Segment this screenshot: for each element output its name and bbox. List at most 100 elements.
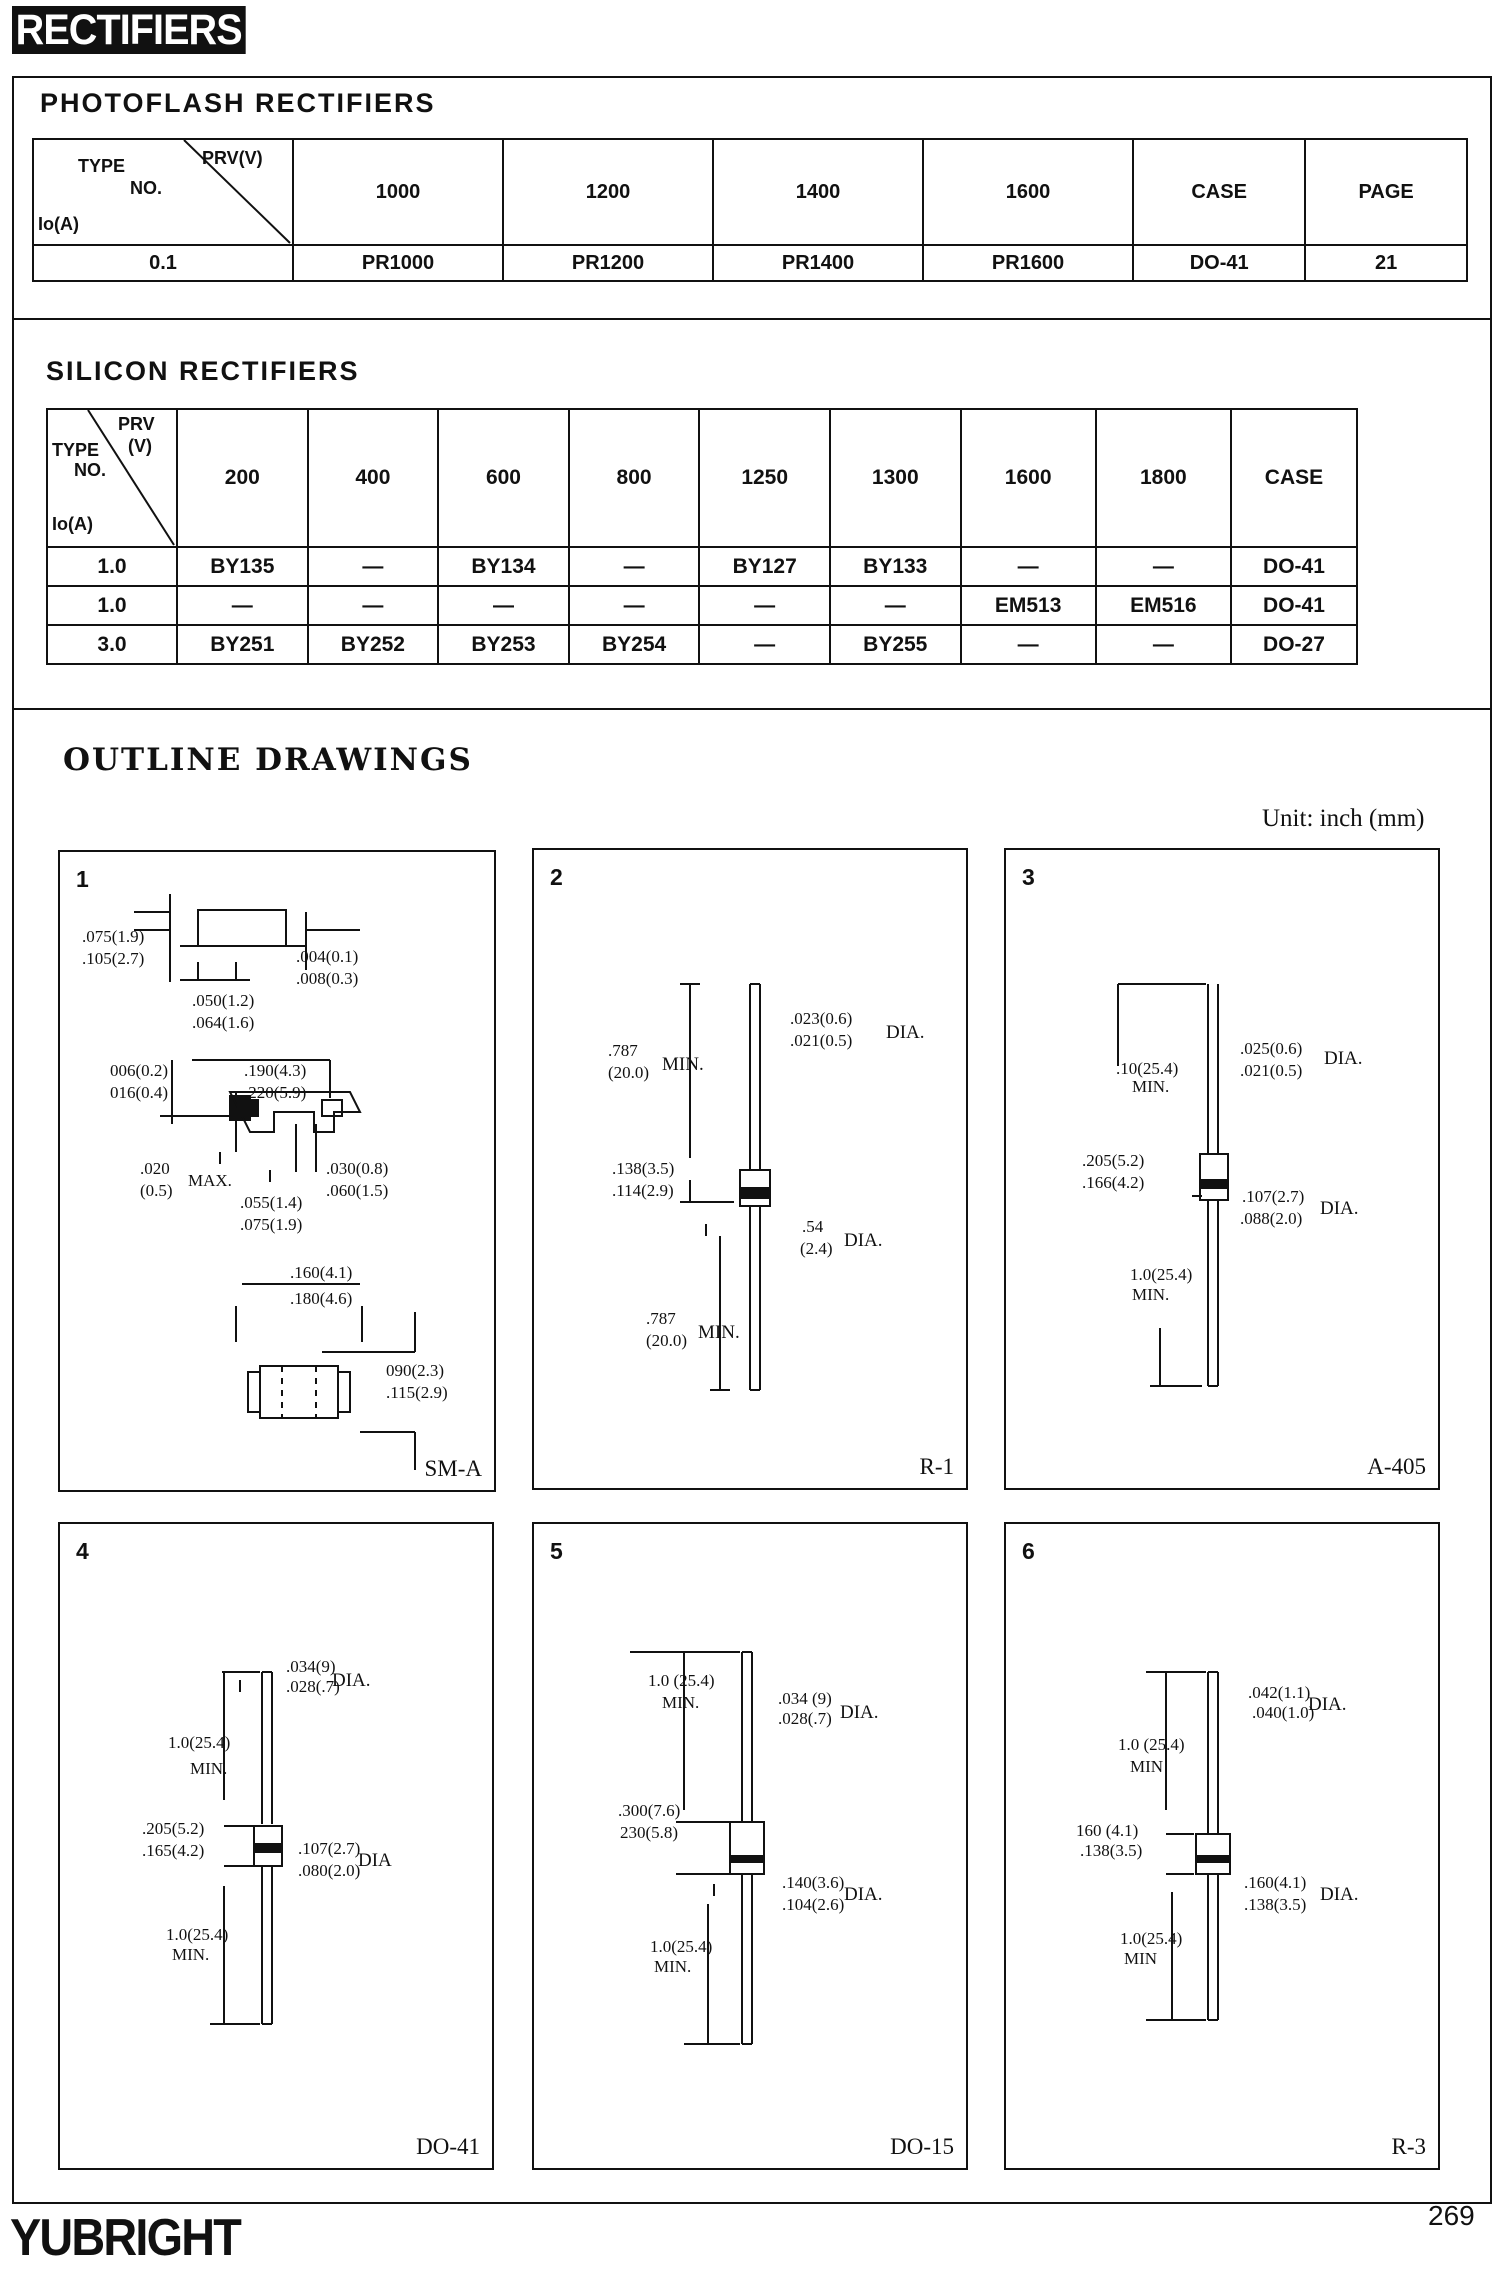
dimension-label: 160 (4.1) bbox=[1076, 1821, 1138, 1840]
corner-cell: PRV (V) TYPE NO. Io(A) bbox=[46, 408, 178, 548]
column-header: 1200 bbox=[502, 138, 715, 246]
dimension-label: (20.0) bbox=[608, 1063, 649, 1082]
dimension-label: .160(4.1) bbox=[290, 1263, 352, 1282]
table-cell: PR1600 bbox=[922, 244, 1135, 282]
table-cell: — bbox=[1094, 624, 1232, 665]
dimension-label: .54 bbox=[802, 1217, 824, 1236]
outline-drawing-3: 3 A-405 .025(0.6).021(0.5)DIA..10(25.4)M… bbox=[1004, 848, 1440, 1490]
table-cell: PR1000 bbox=[291, 244, 505, 282]
dimension-label: .028(.7) bbox=[286, 1677, 340, 1696]
case-label: A-405 bbox=[1367, 1454, 1426, 1479]
dimension-label: 230(5.8) bbox=[620, 1823, 678, 1842]
dimension-label: .104(2.6) bbox=[782, 1895, 844, 1914]
dimension-label: DIA. bbox=[1320, 1884, 1359, 1905]
table-cell: — bbox=[306, 546, 440, 587]
r-1-drawing: .023(0.6).021(0.5)DIA..787(20.0)MIN..138… bbox=[608, 983, 925, 1391]
dimension-label: .008(0.3) bbox=[296, 969, 358, 988]
column-header: CASE bbox=[1132, 138, 1307, 246]
dimension-label: MAX. bbox=[188, 1171, 232, 1190]
a-405-drawing: .025(0.6).021(0.5)DIA..10(25.4)MIN..205(… bbox=[1082, 983, 1363, 1387]
table-cell: BY133 bbox=[828, 546, 962, 587]
case-label: DO-41 bbox=[416, 2134, 480, 2159]
outline-drawing-1: 1 SM-A .075(1.9).105(2.7).004(0.1).008(0… bbox=[58, 850, 496, 1492]
column-header: 800 bbox=[567, 408, 701, 548]
table-cell: — bbox=[1094, 546, 1232, 587]
dimension-label: .060(1.5) bbox=[326, 1181, 388, 1200]
table-cell: BY252 bbox=[306, 624, 440, 665]
table-cell: BY127 bbox=[698, 546, 831, 587]
dimension-label: .064(1.6) bbox=[192, 1013, 254, 1032]
table-row: 1.0 BY135 — BY134 — BY127 BY133 — — DO-4… bbox=[46, 546, 1359, 587]
dimension-label: .021(0.5) bbox=[790, 1031, 852, 1050]
table-cell: 21 bbox=[1304, 244, 1468, 282]
column-header: 1600 bbox=[922, 138, 1135, 246]
table-cell: 1.0 bbox=[46, 585, 178, 626]
dimension-label: (20.0) bbox=[646, 1331, 687, 1350]
dimension-label: .107(2.7) bbox=[298, 1839, 360, 1858]
outline-drawing-4: 4 DO-41 .034(9).028(.7)DIA.1.0(25.4)MIN.… bbox=[58, 1522, 494, 2170]
column-header: 200 bbox=[176, 408, 309, 548]
dimension-label: .040(1.0) bbox=[1252, 1703, 1314, 1722]
dimension-label: .080(2.0) bbox=[298, 1861, 360, 1880]
outline-drawing-2: 2 R-1 .023(0.6).021(0.5)DIA..787(20.0)MI… bbox=[532, 848, 968, 1490]
dimension-label: .10(25.4) bbox=[1116, 1059, 1178, 1078]
dimension-label: .115(2.9) bbox=[386, 1383, 448, 1402]
dimension-label: MIN. bbox=[1132, 1077, 1169, 1096]
case-label: DO-15 bbox=[890, 2134, 954, 2159]
table-cell: — bbox=[567, 585, 701, 626]
unit-label: Unit: inch (mm) bbox=[1262, 805, 1425, 832]
dimension-label: 1.0(25.4) bbox=[168, 1733, 230, 1752]
drawing-number: 5 bbox=[550, 1538, 563, 1564]
table-cell: — bbox=[437, 585, 570, 626]
dimension-label: .138(3.5) bbox=[1080, 1841, 1142, 1860]
dimension-label: MIN. bbox=[190, 1759, 227, 1778]
column-header: 600 bbox=[437, 408, 570, 548]
dimension-label: .028(.7) bbox=[778, 1709, 832, 1728]
drawing-number: 2 bbox=[550, 864, 563, 890]
dimension-label: .023(0.6) bbox=[790, 1009, 852, 1028]
dimension-label: .025(0.6) bbox=[1240, 1039, 1302, 1058]
dimension-label: .140(3.6) bbox=[782, 1873, 844, 1892]
dimension-label: .042(1.1) bbox=[1248, 1683, 1310, 1702]
column-header: 1600 bbox=[959, 408, 1097, 548]
table-row: 1.0 — — — — — — EM513 EM516 DO-41 bbox=[46, 585, 1359, 626]
table-cell: 1.0 bbox=[46, 546, 178, 587]
dimension-label: DIA. bbox=[332, 1670, 371, 1691]
table-cell: — bbox=[828, 585, 962, 626]
column-header: CASE bbox=[1229, 408, 1359, 548]
dimension-label: .180(4.6) bbox=[290, 1289, 352, 1308]
dimension-label: 016(0.4) bbox=[110, 1083, 168, 1102]
dimension-label: DIA. bbox=[844, 1884, 883, 1905]
silicon-table: PRV (V) TYPE NO. Io(A) 200 400 600 800 1… bbox=[46, 408, 1359, 665]
table-cell: — bbox=[698, 585, 831, 626]
dimension-label: DIA. bbox=[1308, 1694, 1347, 1715]
content-frame bbox=[12, 76, 1492, 2204]
dimension-label: .138(3.5) bbox=[1244, 1895, 1306, 1914]
corner-cell: TYPE NO. Io(A) PRV(V) bbox=[32, 138, 294, 246]
outline-drawing-6: 6 R-3 .042(1.1).040(1.0)DIA.1.0 (25.4)MI… bbox=[1004, 1522, 1440, 2170]
dimension-label: .088(2.0) bbox=[1240, 1209, 1302, 1228]
dimension-label: .075(1.9) bbox=[82, 927, 144, 946]
dimension-label: .166(4.2) bbox=[1082, 1173, 1144, 1192]
page-header-title: RECTIFIERS bbox=[12, 6, 246, 54]
table-cell: DO-41 bbox=[1132, 244, 1307, 282]
dimension-label: .787 bbox=[646, 1309, 676, 1328]
dimension-label: (2.4) bbox=[800, 1239, 833, 1258]
column-header: 1400 bbox=[712, 138, 925, 246]
table-cell: — bbox=[176, 585, 309, 626]
dimension-label: .220(5.9) bbox=[244, 1083, 306, 1102]
dimension-label: .075(1.9) bbox=[240, 1215, 302, 1234]
table-cell: — bbox=[959, 624, 1097, 665]
table-cell: BY134 bbox=[437, 546, 570, 587]
dimension-label: .190(4.3) bbox=[244, 1061, 306, 1080]
table-cell: PR1200 bbox=[502, 244, 715, 282]
dimension-label: .787 bbox=[608, 1041, 638, 1060]
dimension-label: MIN bbox=[1124, 1949, 1157, 1968]
silicon-title: SILICON RECTIFIERS bbox=[46, 356, 360, 386]
column-header: 1250 bbox=[698, 408, 831, 548]
dimension-label: DIA. bbox=[844, 1230, 883, 1251]
section-divider bbox=[12, 708, 1492, 710]
sm-a-drawing: .075(1.9).105(2.7).004(0.1).008(0.3).050… bbox=[82, 894, 448, 1470]
table-cell: 3.0 bbox=[46, 624, 178, 665]
